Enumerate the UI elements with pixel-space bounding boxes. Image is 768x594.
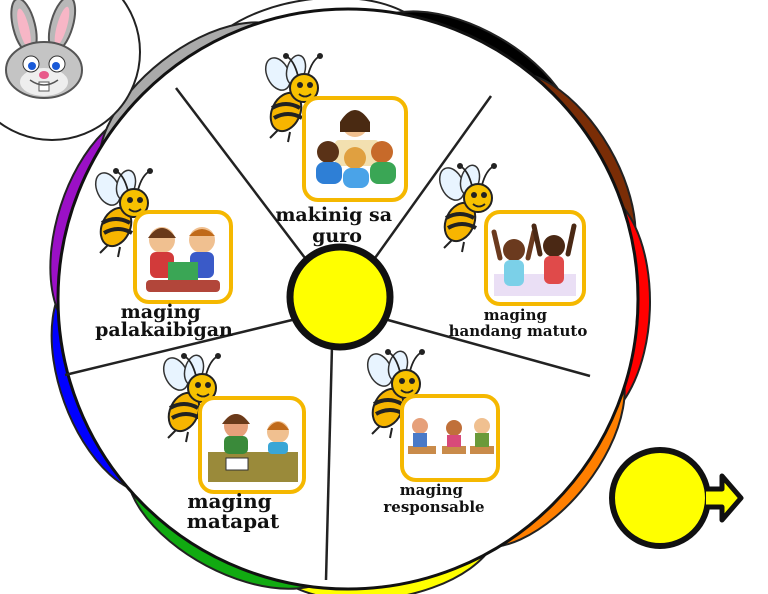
segment-maging-responsable[interactable]: maging responsable <box>360 347 500 516</box>
spin-button[interactable] <box>609 447 744 549</box>
segment-label-line: palakaibigan <box>95 319 233 341</box>
segment-label-line: matapat <box>187 509 280 533</box>
spin-button-circle[interactable] <box>609 447 711 549</box>
segment-image-frame <box>198 396 306 494</box>
segment-maging-palakaibigan[interactable]: maging palakaibigan <box>88 166 233 341</box>
segment-label-line: makinig sa <box>275 204 392 226</box>
segment-image-frame <box>133 210 233 304</box>
bunny-icon <box>5 0 83 99</box>
svg-text:maging responsable: maging responsable <box>383 481 484 516</box>
segment-maging-handang-matuto[interactable]: maging handang matuto <box>432 161 588 340</box>
segment-label-line: maging <box>484 306 548 324</box>
segment-label-line: maging <box>400 481 464 499</box>
segment-label-line: maging <box>121 301 201 323</box>
wheel-divider-line <box>324 345 334 581</box>
wheel-divider-line <box>175 87 306 259</box>
segment-image-frame <box>302 96 408 202</box>
svg-text:maging matapat: maging matapat <box>187 489 280 533</box>
segment-maging-matapat[interactable]: maging matapat <box>156 351 306 533</box>
wheel-dividers <box>64 87 591 581</box>
segment-label-line: guro <box>312 225 362 247</box>
spin-button-arrow-icon[interactable] <box>706 473 744 523</box>
segment-image-frame <box>484 210 586 306</box>
segment-makinig-sa-guro[interactable]: makinig sa guro <box>258 51 408 247</box>
bunny-mascot <box>0 0 141 141</box>
svg-text:maging handang matuto: maging handang matuto <box>449 306 588 340</box>
segment-image-frame <box>400 394 500 482</box>
segment-label-line: maging <box>187 489 271 513</box>
segment-label-line: responsable <box>383 498 484 516</box>
wheel-hub[interactable] <box>286 243 394 351</box>
segment-label-line: handang matuto <box>449 322 588 340</box>
wheel-divider-line <box>64 318 293 377</box>
wheel-divider-line <box>387 318 591 378</box>
wheel-divider-line <box>373 95 493 259</box>
svg-text:makinig sa guro: makinig sa guro <box>275 204 398 247</box>
svg-text:maging palakaibigan: maging palakaibigan <box>95 301 233 341</box>
